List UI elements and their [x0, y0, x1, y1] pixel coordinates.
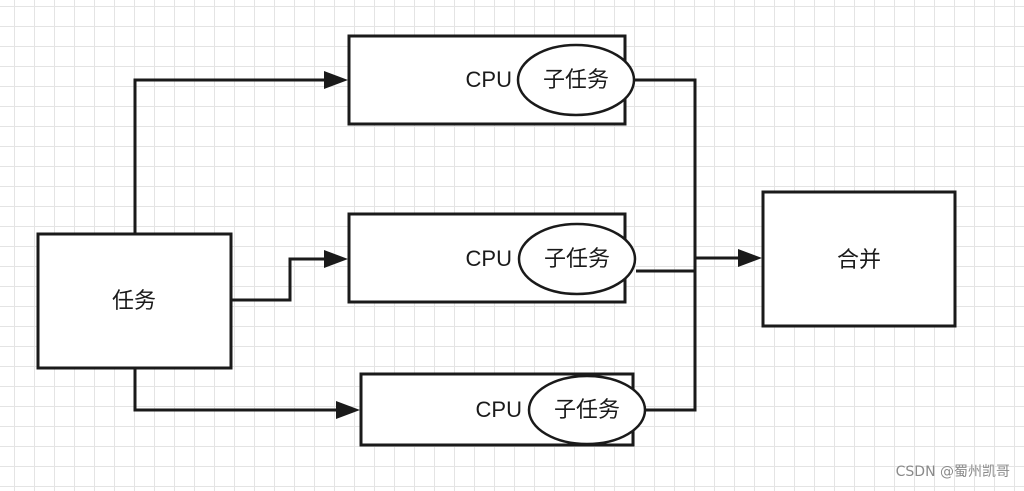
connector-task-to-worker-1: [133, 78, 326, 234]
subtask-label-1: 子任务: [543, 68, 609, 93]
cpu-label-1: CPU: [466, 67, 512, 92]
connector-worker-3-to-merge: [646, 258, 697, 412]
subtask-ellipse-2: [517, 222, 637, 296]
arrowhead-merge: [738, 249, 762, 267]
merge-label: 合并: [837, 248, 881, 273]
subtask-label-2: 子任务: [544, 247, 610, 272]
subtask-label-3: 子任务: [554, 398, 620, 423]
watermark: CSDN @蜀州凯哥: [895, 464, 1010, 480]
connector-task-to-worker-2: [231, 257, 326, 302]
worker-node-2: CPU 子任务: [347, 212, 637, 304]
cpu-label-3: CPU: [476, 397, 522, 422]
subtask-ellipse-1: [516, 43, 636, 117]
arrowhead-worker-2: [324, 250, 348, 268]
task-node: 任务: [36, 232, 233, 370]
task-label: 任务: [112, 289, 156, 314]
arrowhead-worker-3: [336, 401, 360, 419]
cpu-label-2: CPU: [466, 246, 512, 271]
subtask-ellipse-3: [527, 374, 647, 446]
merge-box: [761, 190, 957, 328]
task-box: [36, 232, 233, 370]
arrowhead-worker-1: [324, 71, 348, 89]
connector-task-to-worker-3: [133, 368, 338, 412]
worker-node-1: CPU 子任务: [347, 34, 636, 126]
connector-worker-1-to-merge: [634, 78, 697, 258]
merge-node: 合并: [761, 190, 957, 328]
worker-node-3: CPU 子任务: [359, 372, 647, 447]
